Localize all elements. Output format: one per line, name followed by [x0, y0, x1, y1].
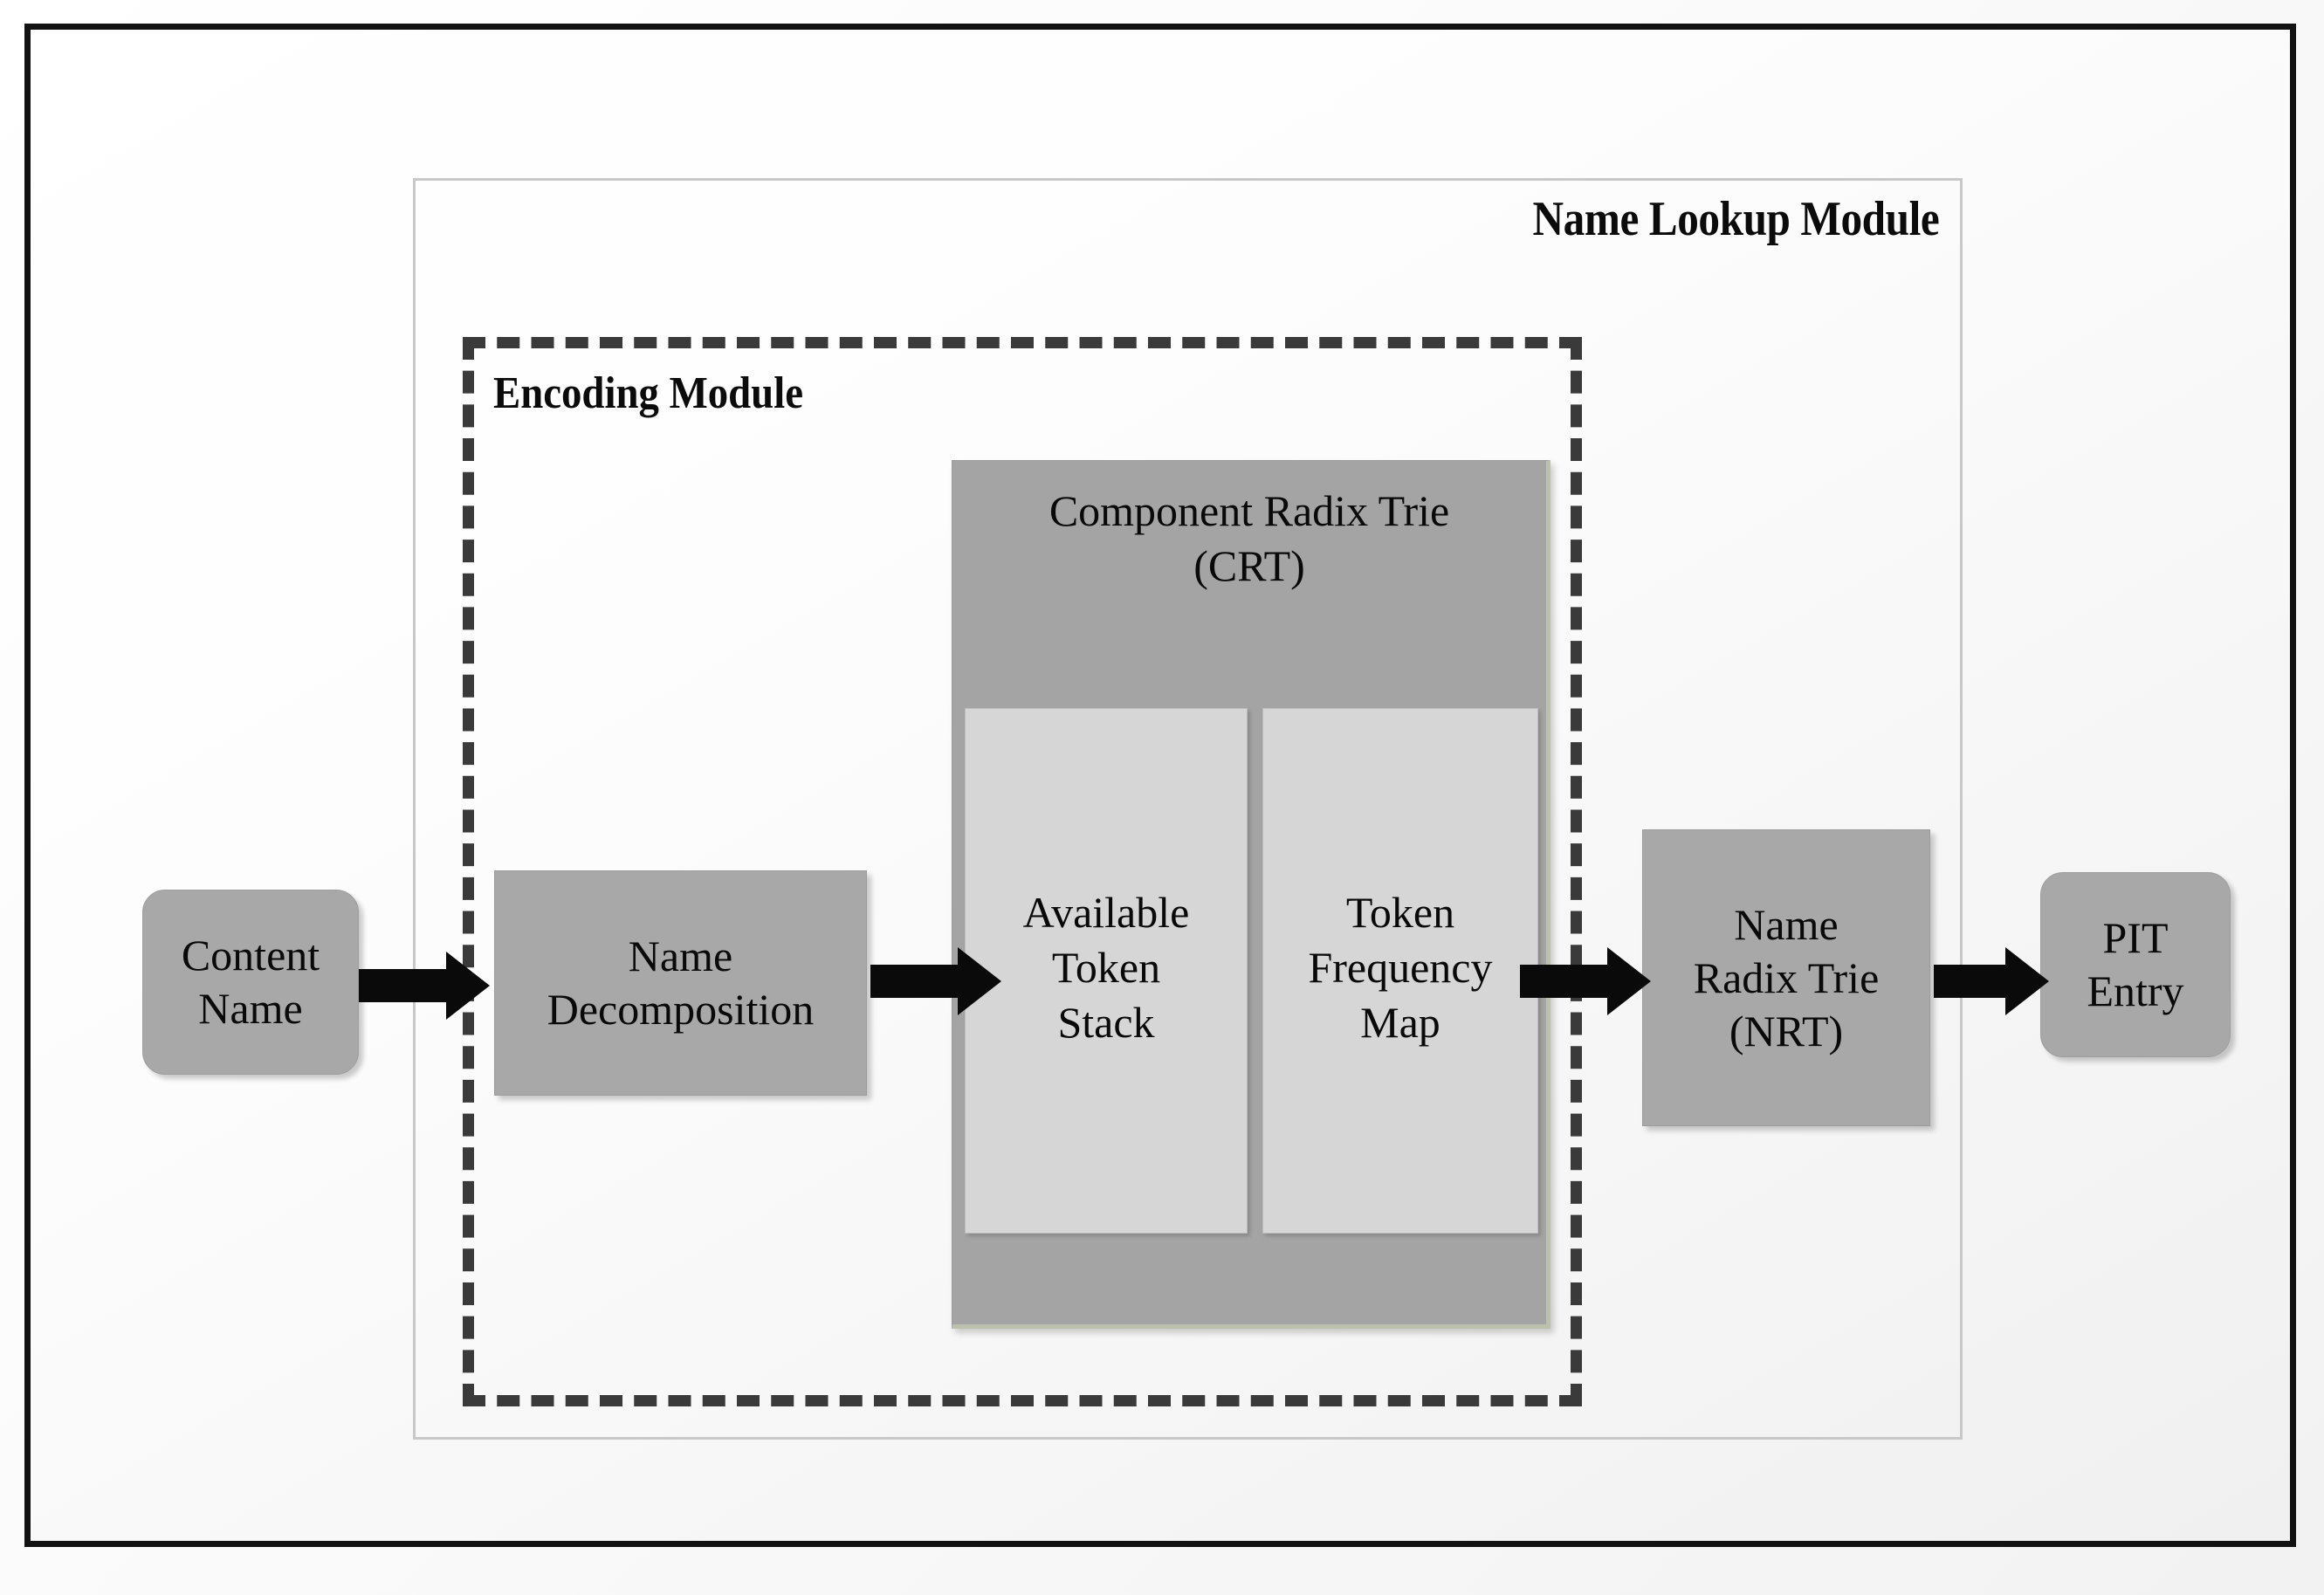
name-radix-trie-line-2: Radix Trie: [1693, 952, 1880, 1002]
token-frequency-map-line-2: Frequency: [1308, 942, 1493, 992]
name-radix-trie-line-3: (NRT): [1729, 1006, 1844, 1055]
arrow-shaft-icon: [870, 965, 958, 998]
crt-title-line-2: (CRT): [1193, 540, 1305, 590]
arrow-shaft-icon: [1520, 965, 1607, 998]
component-radix-trie-title: Component Radix Trie (CRT): [952, 484, 1546, 593]
name-lookup-module-container: Name Lookup Module: [413, 178, 1963, 1440]
component-radix-trie-box[interactable]: Component Radix Trie (CRT) Available Tok…: [952, 460, 1550, 1329]
available-token-stack-label: Available Token Stack: [1023, 885, 1190, 1050]
pit-entry-label: PIT Entry: [2087, 911, 2183, 1018]
encoding-module-container: Encoding Module: [463, 337, 1582, 1406]
token-frequency-map-panel[interactable]: Token Frequency Map: [1262, 708, 1538, 1234]
token-frequency-map-line-3: Map: [1360, 997, 1440, 1047]
token-frequency-map-label: Token Frequency Map: [1308, 885, 1492, 1050]
arrow-head-icon: [446, 952, 490, 1020]
encoding-module-title: Encoding Module: [493, 368, 803, 418]
arrow-head-icon: [958, 947, 1001, 1015]
name-radix-trie-node[interactable]: Name Radix Trie (NRT): [1642, 829, 1930, 1126]
content-name-line-1: Content: [181, 931, 320, 980]
arrow-head-icon: [2005, 947, 2049, 1015]
name-radix-trie-line-1: Name: [1734, 899, 1839, 949]
name-decomposition-label: Name Decomposition: [547, 930, 815, 1036]
available-token-stack-line-1: Available: [1022, 887, 1190, 937]
pit-entry-line-2: Entry: [2087, 966, 2184, 1015]
name-decomposition-line-2: Decomposition: [547, 985, 815, 1034]
pit-entry-line-1: PIT: [2102, 913, 2169, 962]
available-token-stack-line-3: Stack: [1057, 997, 1155, 1047]
name-radix-trie-label: Name Radix Trie (NRT): [1694, 898, 1880, 1058]
available-token-stack-panel[interactable]: Available Token Stack: [965, 708, 1248, 1234]
available-token-stack-line-2: Token: [1051, 942, 1161, 992]
content-name-label: Content Name: [182, 929, 320, 1035]
content-name-node[interactable]: Content Name: [142, 890, 359, 1075]
name-decomposition-node[interactable]: Name Decomposition: [494, 870, 867, 1096]
content-name-line-2: Name: [198, 984, 303, 1033]
name-lookup-module-title: Name Lookup Module: [1532, 192, 1939, 246]
arrow-head-icon: [1607, 947, 1651, 1015]
token-frequency-map-line-1: Token: [1345, 887, 1455, 937]
arrow-shaft-icon: [1934, 965, 2005, 998]
figure-frame: Name Lookup Module Encoding Module Compo…: [24, 24, 2296, 1547]
pit-entry-node[interactable]: PIT Entry: [2040, 872, 2231, 1057]
crt-title-line-1: Component Radix Trie: [1049, 486, 1450, 535]
name-decomposition-line-1: Name: [628, 932, 733, 980]
arrow-shaft-icon: [359, 969, 446, 1002]
